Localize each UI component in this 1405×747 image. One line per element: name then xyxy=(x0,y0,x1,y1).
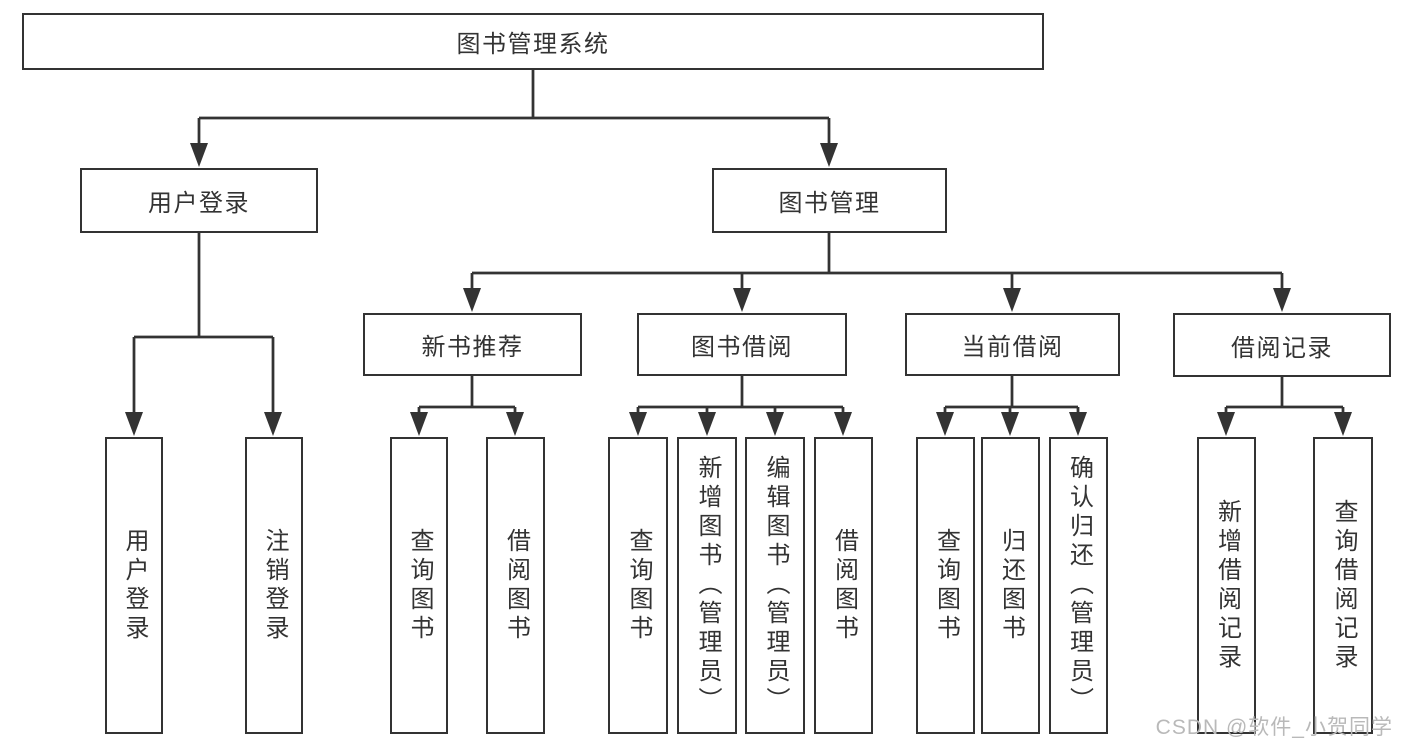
node-query-books-borrow: 查询图书 xyxy=(608,437,668,734)
node-user-login-action: 用户登录 xyxy=(105,437,163,734)
node-book-management: 图书管理 xyxy=(712,168,947,233)
node-logout: 注销登录 xyxy=(245,437,303,734)
node-add-borrow-record: 新增借阅记录 xyxy=(1197,437,1256,734)
connector-book-borrowing xyxy=(636,376,845,415)
node-label: 新增借阅记录 xyxy=(1213,498,1241,673)
node-borrow-books-recommend: 借阅图书 xyxy=(486,437,545,734)
arrow-icon xyxy=(1003,288,1021,312)
node-label: 用户登录 xyxy=(121,527,148,644)
node-label: 确认归还（管理员） xyxy=(1065,455,1093,716)
arrow-icon xyxy=(506,412,524,436)
node-borrowing-records: 借阅记录 xyxy=(1173,313,1391,377)
node-book-borrowing: 图书借阅 xyxy=(637,313,847,376)
arrow-icon xyxy=(766,412,784,436)
node-library-management-system: 图书管理系统 xyxy=(22,13,1044,70)
node-current-borrowing: 当前借阅 xyxy=(905,313,1120,376)
node-query-borrow-record: 查询借阅记录 xyxy=(1313,437,1373,734)
arrow-icon xyxy=(463,288,481,312)
arrow-icon xyxy=(733,288,751,312)
connector-user-login xyxy=(132,233,275,415)
node-label: 编辑图书（管理员） xyxy=(762,455,789,716)
connector-new-book-recommendation xyxy=(417,376,517,415)
node-new-book-recommendation: 新书推荐 xyxy=(363,313,582,376)
node-label: 查询图书 xyxy=(406,527,433,644)
node-query-books-current: 查询图书 xyxy=(916,437,975,734)
node-label: 归还图书 xyxy=(997,527,1025,644)
node-label: 借阅图书 xyxy=(830,527,858,644)
node-borrow-books: 借阅图书 xyxy=(814,437,873,734)
arrow-icon xyxy=(698,412,716,436)
node-label: 新增图书（管理员） xyxy=(694,455,721,716)
node-label: 新书推荐 xyxy=(421,334,524,361)
arrow-icon xyxy=(1334,412,1352,436)
arrow-icon xyxy=(1069,412,1087,436)
arrow-icon xyxy=(936,412,954,436)
node-label: 注销登录 xyxy=(261,527,288,644)
node-add-book-admin: 新增图书（管理员） xyxy=(677,437,737,734)
node-label: 图书管理系统 xyxy=(456,31,610,58)
node-label: 用户登录 xyxy=(148,190,250,217)
node-edit-book-admin: 编辑图书（管理员） xyxy=(745,437,805,734)
node-label: 图书借阅 xyxy=(691,334,793,361)
connector-book-management xyxy=(470,233,1284,291)
node-label: 查询图书 xyxy=(625,527,652,644)
arrow-icon xyxy=(834,412,852,436)
arrow-icon xyxy=(264,412,282,436)
watermark-text: CSDN @软件_小贺同学 xyxy=(1155,716,1393,739)
node-label: 借阅记录 xyxy=(1231,334,1333,362)
arrow-icon xyxy=(629,412,647,436)
arrow-icon xyxy=(1273,288,1291,312)
node-label: 借阅图书 xyxy=(502,527,530,644)
node-return-books: 归还图书 xyxy=(981,437,1040,734)
node-user-login-group: 用户登录 xyxy=(80,168,318,233)
arrow-icon xyxy=(1001,412,1019,436)
arrow-icon xyxy=(125,412,143,436)
connector-borrowing-records xyxy=(1224,377,1345,415)
node-query-books-recommend: 查询图书 xyxy=(390,437,448,734)
node-label: 查询图书 xyxy=(932,527,960,644)
connector-current-borrowing xyxy=(943,376,1080,415)
node-label: 查询借阅记录 xyxy=(1330,498,1357,673)
arrow-icon xyxy=(820,143,838,167)
arrow-icon xyxy=(1217,412,1235,436)
arrow-icon xyxy=(190,143,208,167)
node-label: 当前借阅 xyxy=(961,334,1064,361)
node-confirm-return-admin: 确认归还（管理员） xyxy=(1049,437,1108,734)
arrow-icon xyxy=(410,412,428,436)
connector-root xyxy=(197,70,831,146)
node-label: 图书管理 xyxy=(778,190,881,217)
